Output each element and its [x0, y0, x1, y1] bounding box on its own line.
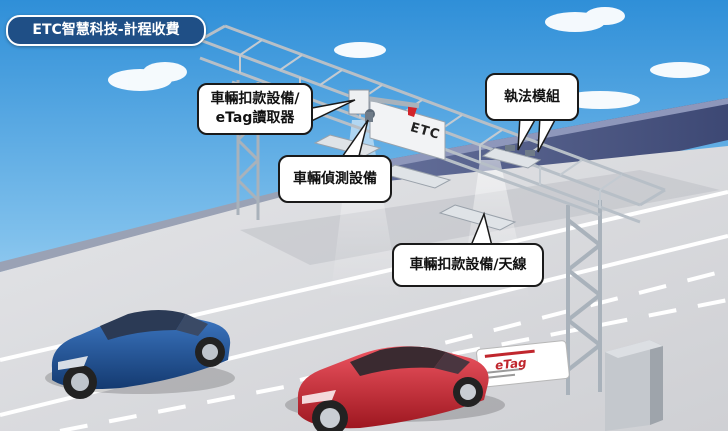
detection-sensor: [365, 112, 373, 122]
cabinet-top: [605, 340, 663, 358]
callout-reader-line-1: 車輛扣款設備/: [210, 91, 300, 107]
roadside-cabinet: [605, 340, 650, 431]
enforcement-camera-1: [505, 145, 515, 151]
road-shoulder: [0, 186, 300, 272]
gantry-right-tower: [566, 200, 602, 395]
callout-reader-line-2: eTag讀取器: [215, 110, 295, 126]
title-badge: ETC智慧科技-計程收費: [6, 15, 206, 46]
etc-sign-panel: [369, 99, 446, 161]
callout-detection: 車輛偵測設備: [278, 155, 392, 203]
callout-reader: 車輛扣款設備/ eTag讀取器: [197, 83, 313, 135]
enforcement-camera-2: [525, 150, 535, 156]
antenna-plate-3: [438, 204, 517, 231]
red-car: [285, 346, 505, 431]
callout-enforcement: 執法模組: [485, 73, 579, 121]
blue-car: [45, 310, 235, 399]
etag-card: [476, 340, 570, 388]
reader-arm: [359, 95, 420, 109]
clouds: [108, 7, 710, 109]
cabinet-side: [650, 340, 663, 425]
callout-antenna: 車輛扣款設備/天線: [392, 243, 544, 287]
